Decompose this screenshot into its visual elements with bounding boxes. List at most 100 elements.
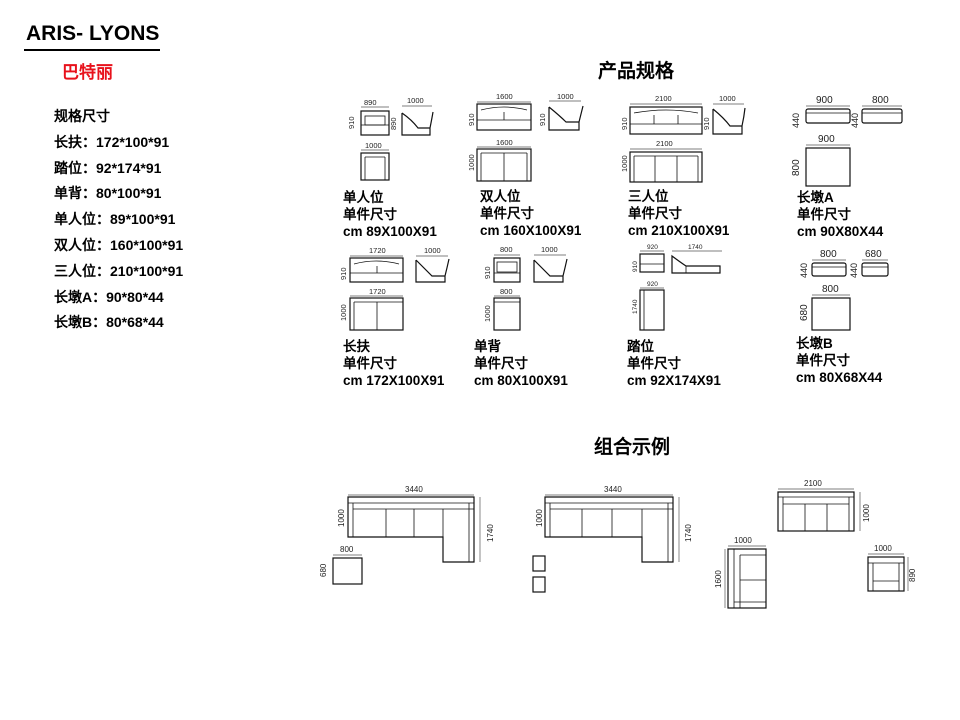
dimension-label: 3440: [405, 485, 423, 494]
dimension-label: 440: [799, 263, 809, 278]
dimension-label: 1000: [337, 509, 346, 527]
product-size-label: 单件尺寸: [797, 207, 851, 222]
dimension-label: 1000: [467, 154, 476, 171]
combo-layout-2: 3440 1000 1740: [532, 485, 693, 593]
dimension-label: 1000: [874, 544, 892, 553]
dimension-label: 1000: [719, 94, 736, 103]
product-caption-chaise: 踏位 单件尺寸 cm 92X174X91: [627, 338, 721, 389]
product-caption-three-seat: 三人位 单件尺寸 cm 210X100X91: [628, 188, 729, 239]
dimension-label: 890: [364, 98, 377, 107]
dimension-label: 800: [820, 249, 837, 260]
product-size-label: 单件尺寸: [343, 356, 397, 371]
dimension-label: 680: [865, 249, 882, 260]
dimension-label: 800: [340, 545, 354, 554]
drawing-three-seat: 2100 910 1000 910 2100 1000: [620, 94, 746, 183]
drawing-ottoman-b: 800 680 440 440 800 680: [799, 249, 889, 331]
products-section-title: 产品规格: [598, 61, 675, 82]
dimension-label: 910: [632, 261, 639, 272]
dimension-label: 910: [538, 113, 547, 126]
dimension-label: 1000: [535, 509, 544, 527]
drawing-single-seat: 890 910 1000 890 1000: [347, 96, 434, 181]
product-size: cm 90X80X44: [797, 224, 884, 239]
dimension-label: 910: [347, 116, 356, 129]
dimension-label: 1720: [369, 287, 386, 296]
dimension-label: 680: [799, 304, 810, 321]
drawing-chaise: 920 1740 910 920 1740: [632, 244, 722, 331]
drawing-two-seat: 1600 910 1000 910 1600 1000: [467, 92, 584, 182]
product-size: cm 80X68X44: [796, 370, 883, 385]
product-size: cm 80X100X91: [474, 373, 568, 388]
dimension-label: 910: [467, 113, 476, 126]
product-caption-long-arm: 长扶 单件尺寸 cm 172X100X91: [343, 338, 444, 389]
product-name: 长扶: [343, 339, 370, 354]
product-size: cm 89X100X91: [343, 224, 437, 239]
dimension-label: 680: [319, 563, 328, 577]
product-size-label: 单件尺寸: [343, 207, 397, 222]
dimension-label: 800: [500, 245, 513, 254]
drawing-ottoman-a: 900 800 440 440 900 800: [791, 95, 903, 187]
dimension-label: 1000: [339, 304, 348, 321]
dimension-label: 1740: [486, 524, 495, 542]
dimension-label: 1600: [496, 92, 513, 101]
dimension-label: 2100: [656, 139, 673, 148]
dimension-label: 1000: [734, 536, 752, 545]
product-caption-single-seat: 单人位 单件尺寸 cm 89X100X91: [343, 189, 437, 240]
dimension-label: 440: [850, 113, 860, 128]
dimension-label: 800: [500, 287, 513, 296]
combo-layout-3: 2100 1000 1000 1600 1000 890: [714, 479, 917, 609]
brand-underline: [24, 49, 160, 51]
product-name: 长墩A: [797, 190, 834, 205]
dimension-label: 910: [702, 117, 711, 130]
dimension-label: 800: [822, 284, 839, 295]
spec-item: 踏位：92*174*91: [54, 159, 162, 176]
product-size-label: 单件尺寸: [628, 206, 682, 221]
product-size: cm 210X100X91: [628, 223, 730, 238]
spec-item: 长墩B：80*68*44: [54, 314, 164, 331]
spec-item: 单背：80*100*91: [54, 185, 162, 202]
product-caption-ottoman-b: 长墩B 单件尺寸 cm 80X68X44: [796, 335, 882, 386]
dimension-label: 900: [818, 134, 835, 145]
dimension-label: 2100: [804, 479, 822, 488]
dimension-label: 890: [389, 117, 398, 130]
dimension-label: 1740: [632, 299, 639, 314]
dimension-label: 1720: [369, 246, 386, 255]
brand-subtitle: 巴特丽: [62, 63, 113, 82]
product-caption-two-seat: 双人位 单件尺寸 cm 160X100X91: [480, 188, 581, 239]
product-name: 三人位: [628, 189, 669, 204]
product-name: 双人位: [480, 189, 521, 204]
dimension-label: 910: [339, 267, 348, 280]
combos-section-title: 组合示例: [594, 437, 671, 458]
product-size: cm 92X174X91: [627, 373, 721, 388]
product-size-label: 单件尺寸: [474, 356, 528, 371]
product-size: cm 172X100X91: [343, 373, 445, 388]
dimension-label: 800: [791, 159, 802, 176]
spec-item: 三人位：210*100*91: [54, 262, 184, 279]
product-name: 长墩B: [796, 336, 833, 351]
dimension-label: 920: [647, 281, 658, 288]
drawing-long-arm: 1720 910 1000 1720 1000: [339, 246, 450, 331]
dimension-label: 1740: [684, 524, 693, 542]
spec-item: 长扶：172*100*91: [54, 133, 170, 150]
dimension-label: 920: [647, 244, 658, 251]
dimension-label: 800: [872, 95, 889, 106]
spec-list: 规格尺寸 长扶：172*100*91 踏位：92*174*91 单背：80*10…: [54, 104, 183, 336]
dimension-label: 1000: [424, 246, 441, 255]
dimension-label: 1000: [620, 155, 629, 172]
product-size-label: 单件尺寸: [480, 206, 534, 221]
product-size-label: 单件尺寸: [627, 356, 681, 371]
product-name: 踏位: [627, 339, 654, 354]
product-size-label: 单件尺寸: [796, 353, 850, 368]
dimension-label: 1000: [862, 504, 871, 522]
product-caption-ottoman-a: 长墩A 单件尺寸 cm 90X80X44: [797, 189, 883, 240]
dimension-label: 3440: [604, 485, 622, 494]
spec-heading: 规格尺寸: [54, 108, 110, 124]
product-size: cm 160X100X91: [480, 223, 582, 238]
spec-item: 单人位：89*100*91: [54, 211, 176, 228]
spec-item: 长墩A：90*80*44: [54, 288, 164, 305]
dimension-label: 890: [908, 568, 917, 582]
dimension-label: 1000: [557, 92, 574, 101]
dimension-label: 2100: [655, 94, 672, 103]
dimension-label: 1000: [541, 245, 558, 254]
dimension-label: 1600: [714, 570, 723, 588]
